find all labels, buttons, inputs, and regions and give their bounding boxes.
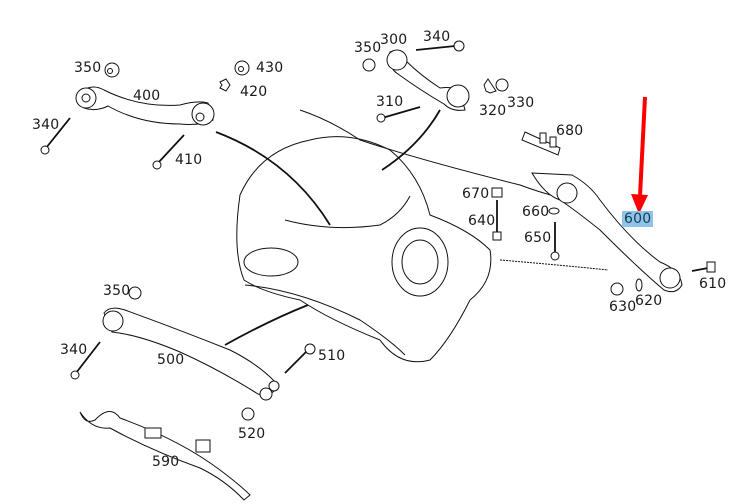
wheel-carrier (236, 109, 601, 363)
control-arm-300[interactable] (386, 49, 470, 111)
bolt-310-icon (376, 106, 421, 123)
label-600-highlighted[interactable]: 600 (622, 211, 654, 227)
nut-350c-icon (128, 286, 142, 300)
label-660[interactable]: 660 (522, 204, 550, 220)
label-630[interactable]: 630 (609, 299, 637, 315)
cover-590[interactable] (79, 411, 251, 501)
control-arm-400[interactable] (75, 86, 215, 126)
washer-660-icon (548, 207, 560, 215)
nut-520-icon (241, 407, 255, 421)
control-arm-600[interactable] (531, 172, 683, 293)
label-340-upper[interactable]: 340 (423, 29, 451, 45)
bolt-340b-icon (415, 40, 465, 52)
label-310[interactable]: 310 (376, 94, 404, 110)
nut-350-icon (104, 62, 120, 78)
label-650[interactable]: 650 (524, 230, 552, 246)
bracket-680-icon (521, 131, 561, 156)
label-670[interactable]: 670 (462, 186, 490, 202)
label-350-lower[interactable]: 350 (103, 283, 131, 299)
label-510[interactable]: 510 (318, 348, 346, 364)
label-330[interactable]: 330 (507, 95, 535, 111)
label-400[interactable]: 400 (133, 88, 161, 104)
nut-350b-icon (362, 58, 376, 72)
label-640[interactable]: 640 (468, 213, 496, 229)
label-340[interactable]: 340 (32, 117, 60, 133)
label-680[interactable]: 680 (556, 123, 584, 139)
washer-420-icon (219, 78, 231, 92)
bolt-650-icon (550, 222, 560, 261)
label-300[interactable]: 300 (380, 32, 408, 48)
washer-320-icon (483, 78, 497, 94)
label-520[interactable]: 520 (238, 426, 266, 442)
label-350-upper[interactable]: 350 (354, 40, 382, 56)
label-610[interactable]: 610 (699, 276, 727, 292)
label-430[interactable]: 430 (256, 60, 284, 76)
control-arm-500[interactable] (102, 307, 280, 401)
label-340-lower[interactable]: 340 (60, 342, 88, 358)
nut-670-icon (491, 187, 503, 198)
assembly-arrows (215, 109, 609, 346)
bushing-330-icon (495, 78, 509, 92)
nut-630-icon (610, 282, 624, 296)
label-410[interactable]: 410 (175, 152, 203, 168)
bolt-340-icon (40, 117, 71, 155)
bolt-610-icon (691, 261, 716, 273)
washer-620-icon (635, 278, 643, 292)
label-500[interactable]: 500 (157, 352, 185, 368)
bolt-410-icon (152, 134, 185, 170)
bolt-340c-icon (70, 341, 101, 380)
label-320[interactable]: 320 (479, 103, 507, 119)
label-350[interactable]: 350 (74, 60, 102, 76)
red-pointer-arrow-icon (631, 96, 648, 214)
label-590[interactable]: 590 (152, 454, 180, 470)
bolt-640-icon (492, 200, 502, 241)
bolt-510-icon (284, 343, 316, 374)
label-420[interactable]: 420 (240, 84, 268, 100)
label-620[interactable]: 620 (635, 293, 663, 309)
bushing-430-icon (234, 60, 250, 76)
